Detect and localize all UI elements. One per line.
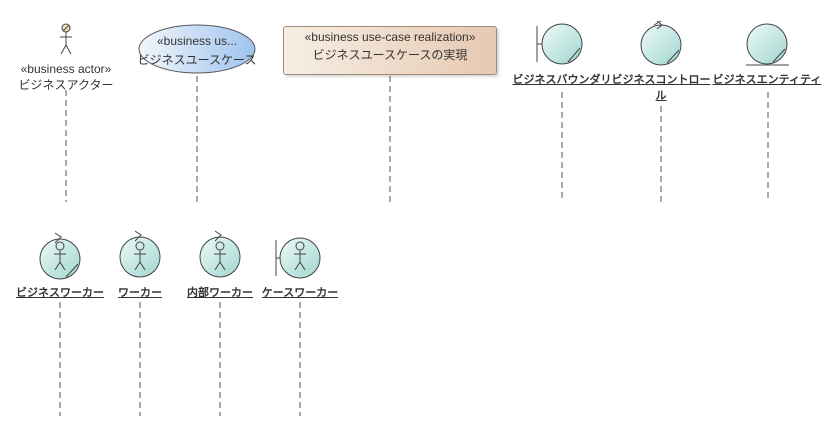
case-worker-icon — [275, 237, 321, 279]
business-entity-name[interactable]: ビジネスエンティティ — [712, 74, 822, 86]
business-actor-name[interactable]: ビジネスアクター — [18, 78, 114, 92]
business-worker-name[interactable]: ビジネスワーカー — [16, 287, 104, 299]
case-worker-name[interactable]: ケースワーカー — [261, 287, 339, 299]
business-control-name-line1[interactable]: ビジネスコントロー — [611, 74, 711, 86]
business-boundary-name[interactable]: ビジネスバウンダリ — [512, 74, 612, 86]
business-usecase-ellipse — [138, 24, 256, 74]
business-usecase-name[interactable]: ビジネスユースケース — [137, 53, 257, 67]
business-boundary-icon — [536, 23, 583, 65]
internal-worker-icon — [199, 230, 241, 278]
business-actor-icon — [60, 23, 72, 55]
business-usecase-stereotype[interactable]: «business us... — [156, 34, 238, 48]
business-actor-stereotype[interactable]: «business actor» — [20, 62, 112, 76]
business-control-name-line2[interactable]: ル — [655, 90, 667, 102]
realization-stereotype: «business use-case realization» — [304, 30, 476, 44]
business-usecase-realization-box[interactable]: «business use-case realization» ビジネスユースケ… — [283, 26, 497, 75]
internal-worker-name[interactable]: 内部ワーカー — [187, 287, 253, 299]
realization-name: ビジネスユースケースの実現 — [312, 48, 468, 62]
worker-icon — [119, 230, 161, 278]
business-control-icon — [640, 20, 682, 66]
business-worker-icon — [39, 232, 81, 280]
business-entity-icon — [746, 23, 789, 66]
worker-name[interactable]: ワーカー — [118, 287, 162, 299]
